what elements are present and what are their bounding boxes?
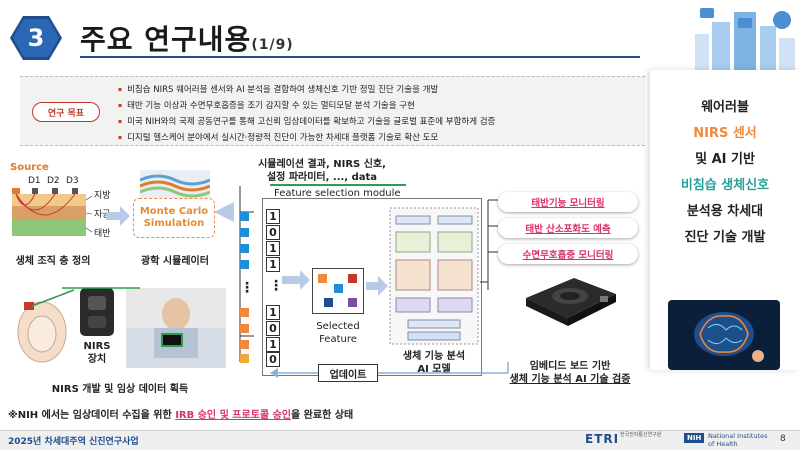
feature-marker bbox=[240, 212, 249, 221]
selected-marker bbox=[348, 298, 357, 307]
research-goals-label: 연구 목표 bbox=[32, 102, 100, 122]
section-number: 3 bbox=[27, 24, 45, 52]
selected-marker bbox=[348, 274, 357, 283]
feature-marker bbox=[240, 260, 249, 269]
feature-bit: 0 bbox=[266, 225, 280, 240]
nih-logo: NIH bbox=[684, 433, 705, 443]
monte-carlo-line1: Monte Carlo bbox=[139, 206, 209, 217]
feature-module-underline bbox=[270, 184, 406, 186]
ai-model-architecture-diagram bbox=[389, 207, 479, 345]
page-number: 8 bbox=[780, 434, 786, 444]
feature-bit: 1 bbox=[266, 209, 280, 224]
nirs-device-chip bbox=[88, 296, 106, 310]
page-title: 주요 연구내용(1/9) bbox=[80, 23, 294, 56]
header-decoration-illustration bbox=[695, 8, 795, 70]
feature-module-title: Feature selection module bbox=[274, 188, 401, 199]
simulator-caption: 광학 시뮬레이터 bbox=[141, 256, 209, 267]
feature-marker bbox=[240, 354, 249, 363]
goal-item: 디지털 헬스케어 분야에서 실시간·정량적 진단이 가능한 차세대 플랫폼 기술… bbox=[118, 130, 638, 146]
apnea-monitoring-pill: 수면무호흡증 모니터링 bbox=[498, 244, 638, 264]
title-underline bbox=[80, 56, 640, 58]
summary-line: 비침습 생체신호 bbox=[680, 178, 770, 193]
connector-lines bbox=[62, 287, 140, 289]
goal-item: 비침습 NIRS 웨어러블 센서와 AI 분석을 결합하여 생체신호 기반 정밀… bbox=[118, 82, 638, 98]
feature-marker bbox=[240, 308, 249, 317]
tissue-caption: 생체 조직 층 정의 bbox=[15, 256, 91, 267]
selected-marker bbox=[334, 284, 343, 293]
selected-marker bbox=[318, 274, 327, 283]
sensor-caption: NIRS 개발 및 임상 데이터 획득 bbox=[51, 384, 189, 395]
feature-bit: 0 bbox=[266, 352, 280, 367]
feature-marker bbox=[240, 228, 249, 237]
layer-label-uterus: 자궁 bbox=[94, 210, 111, 220]
goal-item: 태반 기능 이상과 수면무호흡증을 조기 감지할 수 있는 멀티모달 분석 기술… bbox=[118, 98, 638, 114]
research-goals-list: 비침습 NIRS 웨어러블 센서와 AI 분석을 결합하여 생체신호 기반 정밀… bbox=[118, 82, 638, 146]
monte-carlo-box: Monte Carlo Simulation bbox=[133, 198, 215, 238]
connector-bracket bbox=[480, 199, 498, 290]
irb-note: ※NIH 에서는 임상데이터 수집을 위한 IRB 승인 및 프로토콜 승인을 … bbox=[8, 410, 354, 421]
feature-bit: 1 bbox=[266, 305, 280, 320]
page-indicator: (1/9) bbox=[251, 37, 294, 53]
goal-item: 미국 NIH와의 국제 공동연구를 통해 고신뢰 임상데이터를 확보하고 기술을… bbox=[118, 114, 638, 130]
feature-marker bbox=[240, 340, 249, 349]
monte-carlo-line2: Simulation bbox=[143, 218, 205, 229]
nirs-device-chip bbox=[88, 316, 106, 328]
layer-label-placenta: 태반 bbox=[94, 229, 111, 239]
ai-model-caption: 생체 기능 분석 AI 모델 bbox=[402, 351, 466, 375]
etri-logo-subtitle: 한국전자통신연구원 bbox=[620, 432, 662, 438]
placental-monitoring-pill: 태반기능 모니터링 bbox=[498, 192, 638, 212]
selected-marker bbox=[324, 298, 333, 307]
feature-bit: 0 bbox=[266, 321, 280, 336]
board-caption: 임베디드 보드 기반 생체 기능 분석 AI 기술 검증 bbox=[509, 361, 631, 385]
feature-bit: 1 bbox=[266, 257, 280, 272]
detector-label: D3 bbox=[66, 176, 79, 186]
etri-logo: ETRI bbox=[585, 432, 620, 446]
feature-marker bbox=[240, 324, 249, 333]
oxygen-prediction-pill: 태반 산소포화도 예측 bbox=[498, 218, 638, 238]
ai-brain-image bbox=[668, 300, 780, 370]
feature-marker bbox=[240, 244, 249, 253]
feature-input-description: 시뮬레이션 결과, NIRS 신호, 설정 파라미터, ..., data bbox=[258, 159, 386, 183]
summary-line: NIRS 센서 bbox=[693, 126, 757, 141]
summary-line: 웨어러블 bbox=[701, 100, 749, 115]
sleeping-patient-image bbox=[126, 288, 226, 368]
section-number-badge bbox=[10, 16, 62, 60]
arrow-right-icon bbox=[282, 270, 310, 290]
update-loop-arrow bbox=[270, 362, 509, 378]
summary-line: 진단 기술 개발 bbox=[684, 230, 766, 245]
summary-line: 및 AI 기반 bbox=[695, 152, 755, 167]
feature-bit: 1 bbox=[266, 241, 280, 256]
head-sensor-illustration bbox=[17, 289, 75, 363]
arrow-right-icon bbox=[106, 206, 130, 226]
footer-bar bbox=[0, 430, 800, 450]
simulation-photon-image bbox=[140, 170, 210, 198]
detector-label: D1 bbox=[28, 176, 41, 186]
feature-bit: 1 bbox=[266, 337, 280, 352]
update-label: 업데이트 bbox=[318, 364, 378, 382]
detector-label: D2 bbox=[47, 176, 60, 186]
ellipsis-bits: ⋮ bbox=[269, 278, 283, 294]
embedded-board-image bbox=[526, 278, 616, 326]
selected-feature-caption: Selected Feature bbox=[316, 321, 360, 345]
ellipsis-left: ⋮ bbox=[240, 280, 254, 296]
arrow-right-icon bbox=[366, 276, 388, 296]
tissue-layer-diagram bbox=[12, 188, 93, 236]
footer-program-name: 2025년 차세대주역 신진연구사업 bbox=[8, 437, 139, 447]
summary-line: 분석용 차세대 bbox=[686, 204, 764, 219]
source-label: Source bbox=[10, 162, 49, 173]
layer-label-fat: 지방 bbox=[94, 191, 111, 201]
